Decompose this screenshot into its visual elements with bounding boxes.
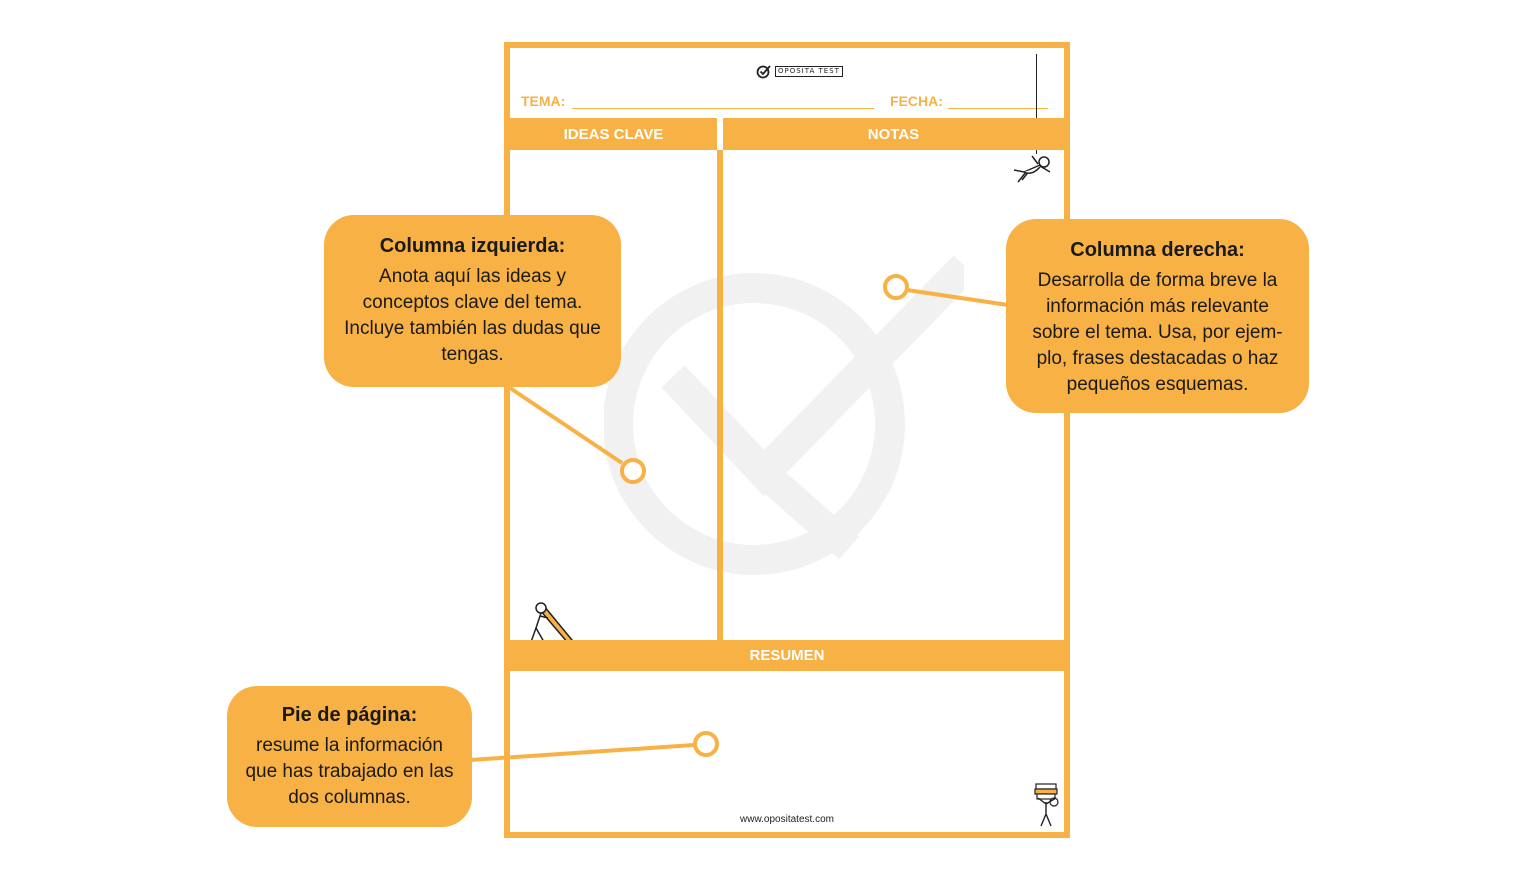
fecha-label: FECHA: [890,93,943,109]
notas-header: NOTAS [723,118,1064,150]
cornell-template-sheet: OPOSITA TEST TEMA: FECHA: IDEAS CLAVE NO… [504,42,1070,838]
footer-callout: Pie de página: resume la información que… [227,686,472,827]
left-callout-title: Columna izquierda: [379,235,566,257]
hanging-rope [1036,54,1037,154]
footer-callout-title: Pie de página: [281,704,418,726]
column-divider [717,150,723,640]
footer-url: www.opositatest.com [740,814,834,825]
watermark-check-icon [604,255,964,575]
left-callout-body: Anota aquí las ideas y conceptos clave d… [344,266,601,365]
tema-label: TEMA: [521,93,566,109]
logo-wordmark: OPOSITA TEST [775,65,843,77]
falling-person-icon [1013,155,1051,183]
resumen-header: RESUMEN [510,640,1064,671]
brand-logo: OPOSITA TEST [756,63,843,79]
footer-callout-body: resume la información que has trabajado … [245,735,454,808]
check-circle-logo-icon [756,65,771,79]
tema-line [572,108,874,109]
right-column-callout: Columna derecha: Desarrolla de forma bre… [1006,219,1309,413]
person-carrying-books-icon [1034,783,1059,827]
left-column-callout: Columna izquierda: Anota aquí las ideas … [324,215,621,387]
right-callout-body: Desarrolla de forma breve la información… [1032,270,1283,395]
right-callout-title: Columna derecha: [1070,239,1245,261]
fecha-line [948,108,1048,109]
ideas-clave-header: IDEAS CLAVE [510,118,717,150]
